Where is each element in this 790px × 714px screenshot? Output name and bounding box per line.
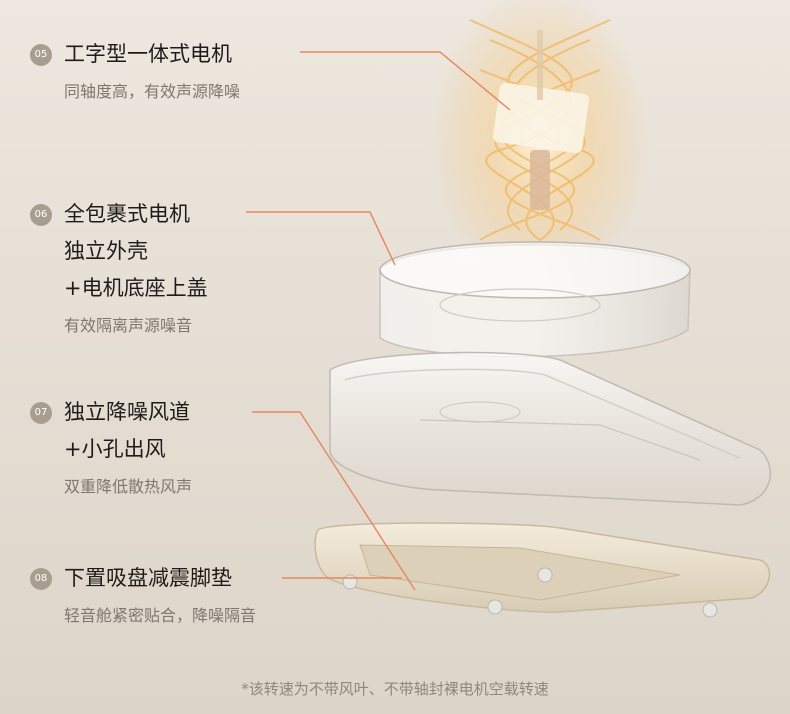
feature-06: 06 全包裹式电机 独立外壳 +电机底座上盖 有效隔离声源噪音: [30, 196, 208, 339]
feature-title-line-1: 独立降噪风道: [64, 400, 190, 424]
feature-title: 下置吸盘减震脚垫: [64, 566, 232, 590]
feature-07: 07 独立降噪风道 +小孔出风 双重降低散热风声: [30, 394, 192, 500]
feature-08: 08 下置吸盘减震脚垫 轻音舱紧密贴合，降噪隔音: [30, 560, 256, 629]
feature-subtitle: 同轴度高，有效声源降噪: [64, 82, 241, 101]
feature-title-line-3: +电机底座上盖: [64, 276, 208, 300]
callout-lines: [246, 51, 511, 591]
feature-title-line-2: 独立外壳: [64, 239, 148, 263]
motor-glow: [430, 0, 650, 290]
suction-foot-pad: [314, 522, 771, 618]
feature-title-line-2: +小孔出风: [64, 437, 166, 461]
feature-subtitle: 有效隔离声源噪音: [64, 316, 193, 335]
footnote: *该转速为不带风叶、不带轴封裸电机空载转速: [241, 680, 549, 698]
lower-shell: [329, 351, 771, 506]
feature-number-badge: 08: [30, 568, 52, 590]
feature-number-badge: 05: [30, 44, 52, 66]
upper-shell: [379, 241, 691, 358]
feature-number-badge: 06: [30, 204, 52, 226]
feature-05: 05 工字型一体式电机 同轴度高，有效声源降噪: [30, 36, 240, 105]
feature-title: 工字型一体式电机: [64, 42, 232, 66]
feature-subtitle: 轻音舱紧密贴合，降噪隔音: [64, 606, 257, 625]
feature-subtitle: 双重降低散热风声: [64, 477, 193, 496]
feature-number-badge: 07: [30, 402, 52, 424]
feature-title-line-1: 全包裹式电机: [64, 202, 190, 226]
